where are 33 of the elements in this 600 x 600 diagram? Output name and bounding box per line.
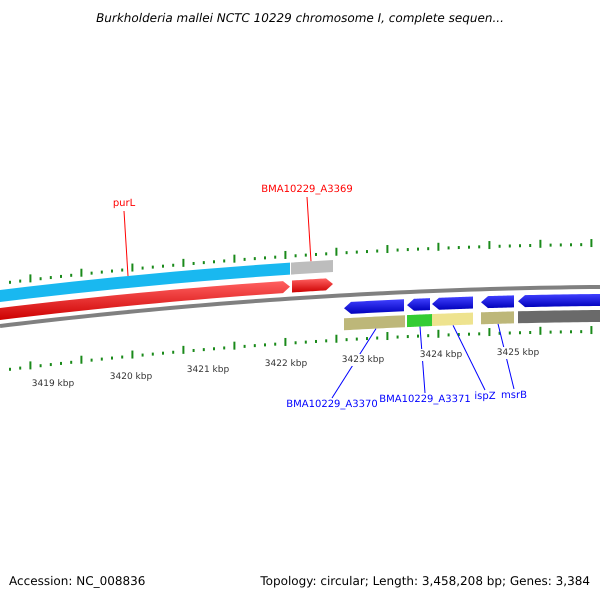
gene-label: BMA10229_A3371 [379,394,471,406]
cds-feature [481,295,514,308]
leader-line [452,324,486,390]
genome-summary: Topology: circular; Length: 3,458,208 bp; Genes: 3,384 [260,575,590,587]
gene-bar [407,314,432,328]
gene-bar [0,262,290,302]
scale-label: 3425 kbp [496,347,540,359]
gene-label: ispZ [474,391,496,403]
scale-label: 3420 kbp [110,371,152,383]
gene-bar [518,310,600,324]
gene-bar [432,312,473,326]
scale-label: 3423 kbp [342,354,384,366]
gene-label: msrB [501,390,527,402]
leader-line [306,196,312,262]
cds-feature [292,278,333,293]
cds-feature [407,298,430,311]
cds-feature [432,296,473,310]
cds-feature [344,299,404,314]
title: Burkholderia mallei NCTC 10229 chromosome I, complete sequen... [95,11,505,25]
gene-bar [344,315,405,330]
scale-label: 3424 kbp [420,349,462,361]
scale-label: 3419 kbp [32,378,74,390]
accession-text: Accession: NC_008836 [9,575,146,587]
cds-feature [518,294,600,308]
scale-label: 3422 kbp [264,358,308,370]
gene-bar [291,260,333,275]
gene-label: BMA10229_A3369 [261,184,353,196]
gene-bar [481,311,514,324]
leader-line [124,210,128,276]
cds-feature [0,281,290,320]
gene-label: BMA10229_A3370 [286,399,378,411]
gene-label: purL [112,198,136,210]
scale-label: 3421 kbp [186,364,230,376]
